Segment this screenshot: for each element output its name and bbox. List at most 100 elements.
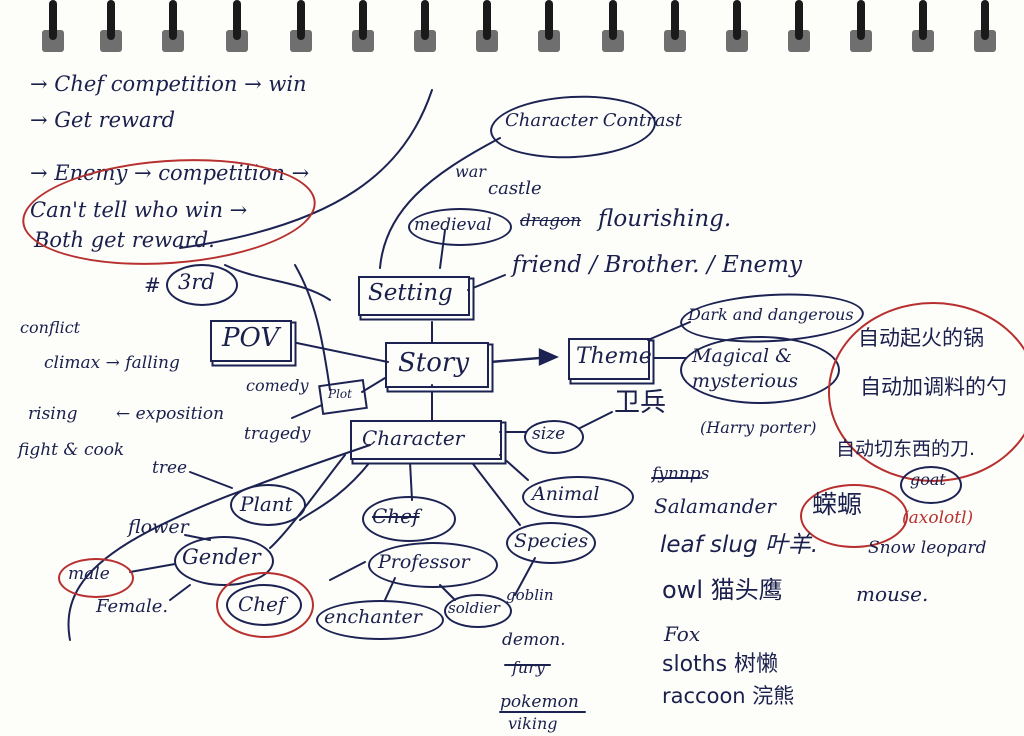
rising-label: rising	[28, 404, 78, 424]
plant-node: Plant	[240, 492, 293, 516]
pokemon-label: pokemon	[500, 692, 579, 712]
setting-to-relations	[467, 274, 506, 291]
character-to-animal	[499, 454, 529, 481]
divider-curve	[179, 89, 433, 249]
story-to-pov	[291, 341, 389, 363]
binding-coil	[226, 0, 248, 54]
chef-struck: Chef	[372, 504, 420, 528]
snow-leopard-label: Snow leopard	[868, 538, 987, 558]
auto-knife: 自动切东西的刀.	[836, 438, 976, 460]
medieval-ring	[408, 208, 512, 246]
setting-to-character-contrast	[379, 137, 501, 269]
species-node: Species	[514, 530, 589, 552]
note-cant-tell: Can't tell who win →	[30, 198, 248, 222]
character-to-chef	[409, 461, 413, 501]
soldier-node: soldier	[448, 599, 500, 617]
binding-coil	[162, 0, 184, 54]
binding-coil	[850, 0, 872, 54]
professor-link	[329, 561, 366, 581]
size-glyph: 卫兵	[614, 388, 667, 418]
plot-node: Plot	[328, 387, 352, 401]
tree-label: tree	[152, 458, 188, 478]
goat-ring	[900, 466, 962, 504]
soldier-ring	[444, 594, 512, 628]
demon-label: demon.	[502, 630, 566, 650]
harry-label: (Harry porter)	[700, 418, 817, 437]
binding-coil	[290, 0, 312, 54]
theme-to-dark	[647, 321, 691, 341]
chef-struck-ring	[362, 496, 456, 542]
leaf-slug-label: leaf slug 叶羊.	[660, 532, 819, 558]
binding-coil	[414, 0, 436, 54]
character-node: Character	[362, 426, 465, 450]
character-box	[350, 420, 502, 460]
size-to-glyph	[579, 411, 613, 429]
animal-ring	[522, 476, 634, 518]
conflict-label: conflict	[20, 318, 81, 337]
salamander-label: Salamander	[654, 494, 776, 518]
size-node: size	[532, 424, 566, 444]
axolotl-label: (axolotl)	[902, 508, 974, 528]
theme-box	[568, 338, 650, 380]
mouse-label: mouse.	[856, 582, 929, 606]
character-to-species	[469, 459, 521, 526]
character-to-plant	[299, 461, 371, 521]
third-node: 3rd	[178, 270, 215, 294]
theme-node: Theme	[576, 344, 652, 369]
war-label: war	[455, 162, 486, 181]
fury-label: fury	[512, 658, 545, 677]
story-node: Story	[398, 348, 470, 378]
flower-label: flower	[128, 516, 189, 538]
raccoon-label: raccoon 浣熊	[662, 684, 795, 708]
big-outer-curve	[67, 444, 371, 641]
setting-box	[358, 276, 470, 316]
binding-coil	[538, 0, 560, 54]
dark-node: Dark and dangerous	[688, 305, 854, 324]
goblin-node: goblin	[506, 586, 554, 604]
binding-coil	[42, 0, 64, 54]
relations-label: friend / Brother. / Enemy	[512, 252, 802, 278]
axolotl-ring	[800, 484, 908, 548]
chef-red-ring	[216, 572, 314, 638]
binding-coil	[912, 0, 934, 54]
auto-spoon: 自动加调料的勺	[860, 375, 1007, 399]
plot-link	[224, 264, 331, 301]
pov-node: POV	[222, 323, 280, 353]
binding-coil	[726, 0, 748, 54]
professor-node: Professor	[378, 551, 470, 573]
castle-label: castle	[488, 178, 542, 199]
note-chef-competition: → Chef competition → win	[30, 72, 307, 96]
binding-coil	[100, 0, 122, 54]
binding-coil	[974, 0, 996, 54]
male-node: male	[68, 564, 110, 584]
fynnps-label: fynnps	[652, 464, 710, 484]
fox-label: Fox	[664, 622, 701, 646]
exposition-label: ← exposition	[116, 404, 225, 424]
note-enemy-competition: → Enemy → competition →	[30, 161, 310, 185]
gender-node: Gender	[182, 545, 261, 569]
chef-ring	[226, 584, 302, 626]
spiral-binding	[0, 0, 1024, 58]
fight-cook-label: fight & cook	[18, 440, 125, 460]
note-both-reward: Both get reward.	[34, 228, 215, 252]
female-label: Female.	[96, 596, 169, 617]
character-to-gender	[269, 454, 346, 549]
dragon-struck: dragon	[520, 211, 582, 231]
enchanter-node: enchanter	[324, 606, 422, 628]
chef-node: Chef	[238, 592, 286, 616]
binding-coil	[788, 0, 810, 54]
character-contrast-node: Character Contrast	[505, 110, 682, 131]
plant-ring	[230, 484, 306, 526]
species-link	[514, 557, 536, 596]
professor-ring	[368, 542, 498, 588]
pov-curve	[294, 264, 331, 391]
medieval-node: medieval	[414, 215, 492, 235]
size-ring	[524, 420, 584, 454]
third-prefix: #	[144, 273, 161, 297]
enchanter-ring	[316, 600, 444, 640]
male-ring	[58, 558, 134, 598]
comedy-label: comedy	[246, 376, 309, 395]
story-box	[385, 342, 489, 388]
magical-node: Magical & mysterious	[692, 345, 798, 392]
